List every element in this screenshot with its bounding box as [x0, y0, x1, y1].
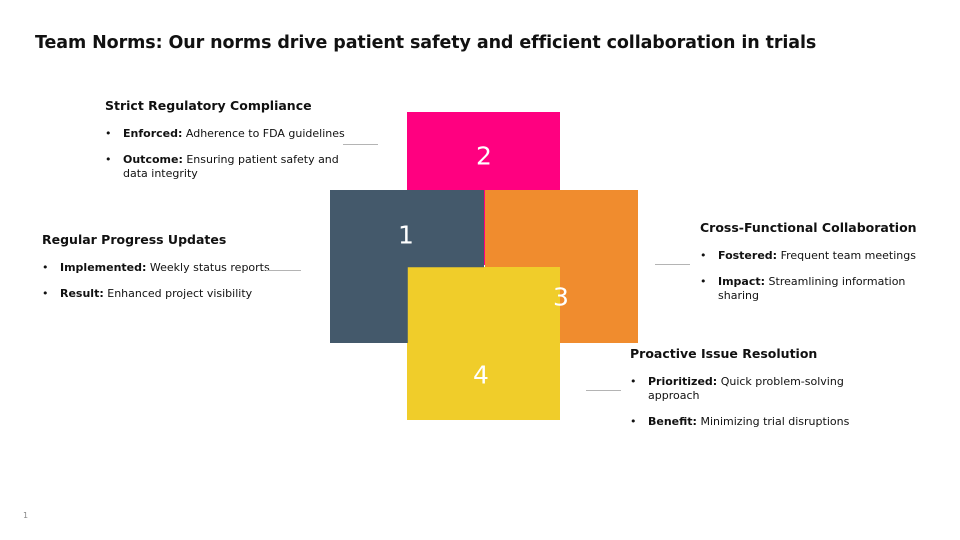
item-text: Adherence to FDA guidelines — [185, 127, 345, 140]
item-text: Frequent team meetings — [780, 249, 916, 262]
list-item: Implemented: Weekly status reports — [42, 261, 272, 275]
list-item: Result: Enhanced project visibility — [42, 287, 272, 301]
progress-heading: Regular Progress Updates — [42, 232, 227, 247]
quadrant-4-number: 4 — [473, 360, 489, 390]
compliance-heading: Strict Regulatory Compliance — [105, 98, 312, 113]
connector-line — [266, 270, 301, 271]
item-label: Enforced: — [123, 127, 183, 140]
item-text: Minimizing trial disruptions — [700, 415, 850, 428]
connector-line — [586, 390, 621, 391]
item-text: Streamlining information sharing — [718, 275, 906, 302]
item-label: Benefit: — [648, 415, 697, 428]
progress-list: Implemented: Weekly status reports Resul… — [42, 261, 272, 301]
collaboration-heading: Cross-Functional Collaboration — [700, 220, 917, 235]
item-text: Quick problem-solving approach — [648, 375, 844, 402]
quadrant-4-square — [407, 267, 560, 420]
resolution-heading: Proactive Issue Resolution — [630, 346, 818, 361]
list-item: Prioritized: Quick problem-solving appro… — [630, 375, 860, 403]
item-label: Prioritized: — [648, 375, 718, 388]
item-label: Outcome: — [123, 153, 183, 166]
compliance-list: Enforced: Adherence to FDA guidelines Ou… — [105, 127, 345, 181]
list-item: Benefit: Minimizing trial disruptions — [630, 415, 860, 429]
compliance-block: Strict Regulatory Compliance Enforced: A… — [105, 98, 345, 193]
connector-line — [655, 264, 690, 265]
item-label: Fostered: — [718, 249, 778, 262]
page-number: 1 — [23, 511, 29, 520]
item-label: Implemented: — [60, 261, 147, 274]
item-text: Ensuring patient safety and data integri… — [123, 153, 339, 180]
quadrant-2-number: 2 — [476, 141, 492, 171]
progress-block: Regular Progress Updates Implemented: We… — [42, 232, 272, 313]
collaboration-block: Cross-Functional Collaboration Fostered:… — [700, 220, 920, 315]
resolution-block: Proactive Issue Resolution Prioritized: … — [630, 346, 860, 441]
list-item: Enforced: Adherence to FDA guidelines — [105, 127, 345, 141]
collaboration-list: Fostered: Frequent team meetings Impact:… — [700, 249, 920, 303]
quadrant-3-number: 3 — [553, 282, 569, 312]
list-item: Outcome: Ensuring patient safety and dat… — [105, 153, 345, 181]
connector-line — [343, 144, 378, 145]
item-label: Impact: — [718, 275, 766, 288]
item-text: Enhanced project visibility — [107, 287, 253, 300]
item-label: Result: — [60, 287, 104, 300]
quadrant-1-number: 1 — [398, 220, 414, 250]
list-item: Impact: Streamlining information sharing — [700, 275, 920, 303]
item-text: Weekly status reports — [149, 261, 270, 274]
resolution-list: Prioritized: Quick problem-solving appro… — [630, 375, 860, 429]
slide-title: Team Norms: Our norms drive patient safe… — [35, 33, 817, 53]
list-item: Fostered: Frequent team meetings — [700, 249, 920, 263]
